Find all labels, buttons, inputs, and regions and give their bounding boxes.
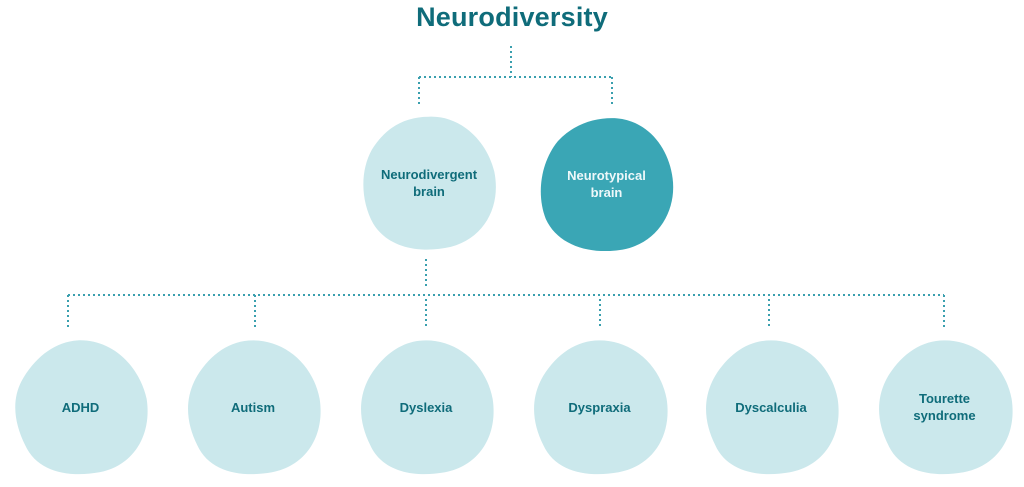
diagram-title: Neurodiversity xyxy=(416,2,608,32)
node-dyslexia: Dyslexia xyxy=(358,339,494,475)
blob-shape xyxy=(879,340,1013,475)
node-dyscalculia: Dyscalculia xyxy=(703,339,839,475)
node-tourette-syndrome: Tourette syndrome xyxy=(876,339,1013,475)
node-dyspraxia: Dyspraxia xyxy=(531,339,668,475)
node-label: Tourette syndrome xyxy=(913,391,976,423)
node-label: Dyscalculia xyxy=(735,399,807,415)
blob-shape xyxy=(540,118,674,251)
blob-shape xyxy=(706,340,839,475)
blob-shape xyxy=(534,340,668,475)
node-neurodivergent-brain: Neurodivergent brain xyxy=(361,114,497,251)
node-label: ADHD xyxy=(61,399,100,415)
blob-shape xyxy=(15,340,148,475)
node-autism: Autism xyxy=(185,339,321,475)
node-label: Neurodivergent brain xyxy=(380,166,478,199)
blob-shape xyxy=(361,340,494,475)
node-neurotypical-brain: Neurotypical brain xyxy=(539,117,674,251)
node-label: Dyspraxia xyxy=(568,399,631,415)
node-label: Dyslexia xyxy=(399,399,453,415)
node-adhd: ADHD xyxy=(13,339,148,475)
blob-shape xyxy=(363,116,496,250)
node-label: Autism xyxy=(230,399,276,415)
blob-shape xyxy=(188,340,321,475)
node-label: Neurotypical brain xyxy=(567,168,646,200)
